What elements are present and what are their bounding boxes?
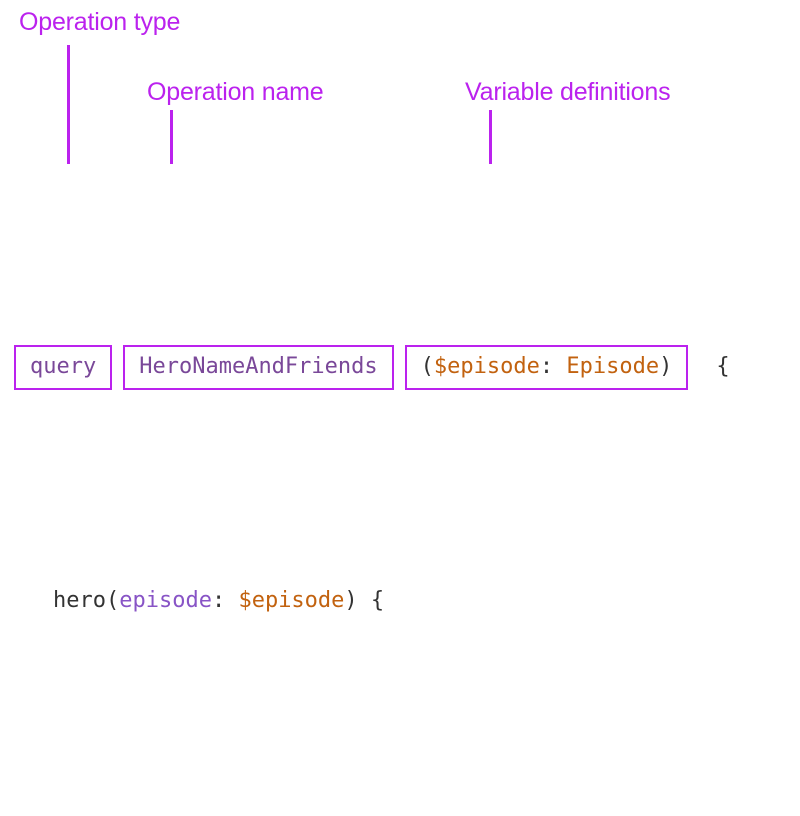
annotation-label-operation-name: Operation name: [147, 78, 324, 106]
code-line-signature: query HeroNameAndFriends ($episode: Epis…: [0, 344, 800, 390]
highlight-box-operation-type: query: [14, 344, 113, 390]
token-colon: :: [539, 353, 567, 379]
highlight-box-operation-name: HeroNameAndFriends: [123, 344, 394, 390]
token-operation-type: query: [30, 353, 97, 379]
token-argument-episode: episode: [119, 588, 212, 613]
token-hero-colon: :: [211, 588, 239, 613]
connector-line-operation-name: [170, 110, 173, 164]
code-block: query HeroNameAndFriends ($episode: Epis…: [0, 160, 800, 816]
annotation-label-variable-definitions: Variable definitions: [465, 78, 671, 106]
highlight-box-variable-definitions: ($episode: Episode): [404, 344, 689, 390]
annotation-label-operation-type: Operation type: [19, 8, 181, 36]
token-hero-variable-episode: $episode: [238, 588, 345, 613]
token-type-episode: Episode: [566, 353, 660, 379]
token-open-paren: (: [420, 353, 434, 379]
token-operation-name: HeroNameAndFriends: [139, 353, 378, 379]
connector-line-operation-type: [67, 45, 70, 164]
token-close-paren: ): [659, 353, 673, 379]
token-hero-opening-brace: {: [357, 588, 385, 613]
token-variable-episode: $episode: [433, 353, 540, 379]
connector-line-variable-definitions: [489, 110, 492, 164]
token-opening-brace: {: [716, 354, 730, 379]
token-field-hero: hero: [53, 588, 106, 613]
code-line-name: name: [0, 808, 800, 816]
token-hero-close-paren: ): [344, 588, 358, 613]
token-hero-open-paren: (: [105, 588, 120, 613]
code-line-hero: hero(episode: $episode) {: [0, 578, 800, 624]
